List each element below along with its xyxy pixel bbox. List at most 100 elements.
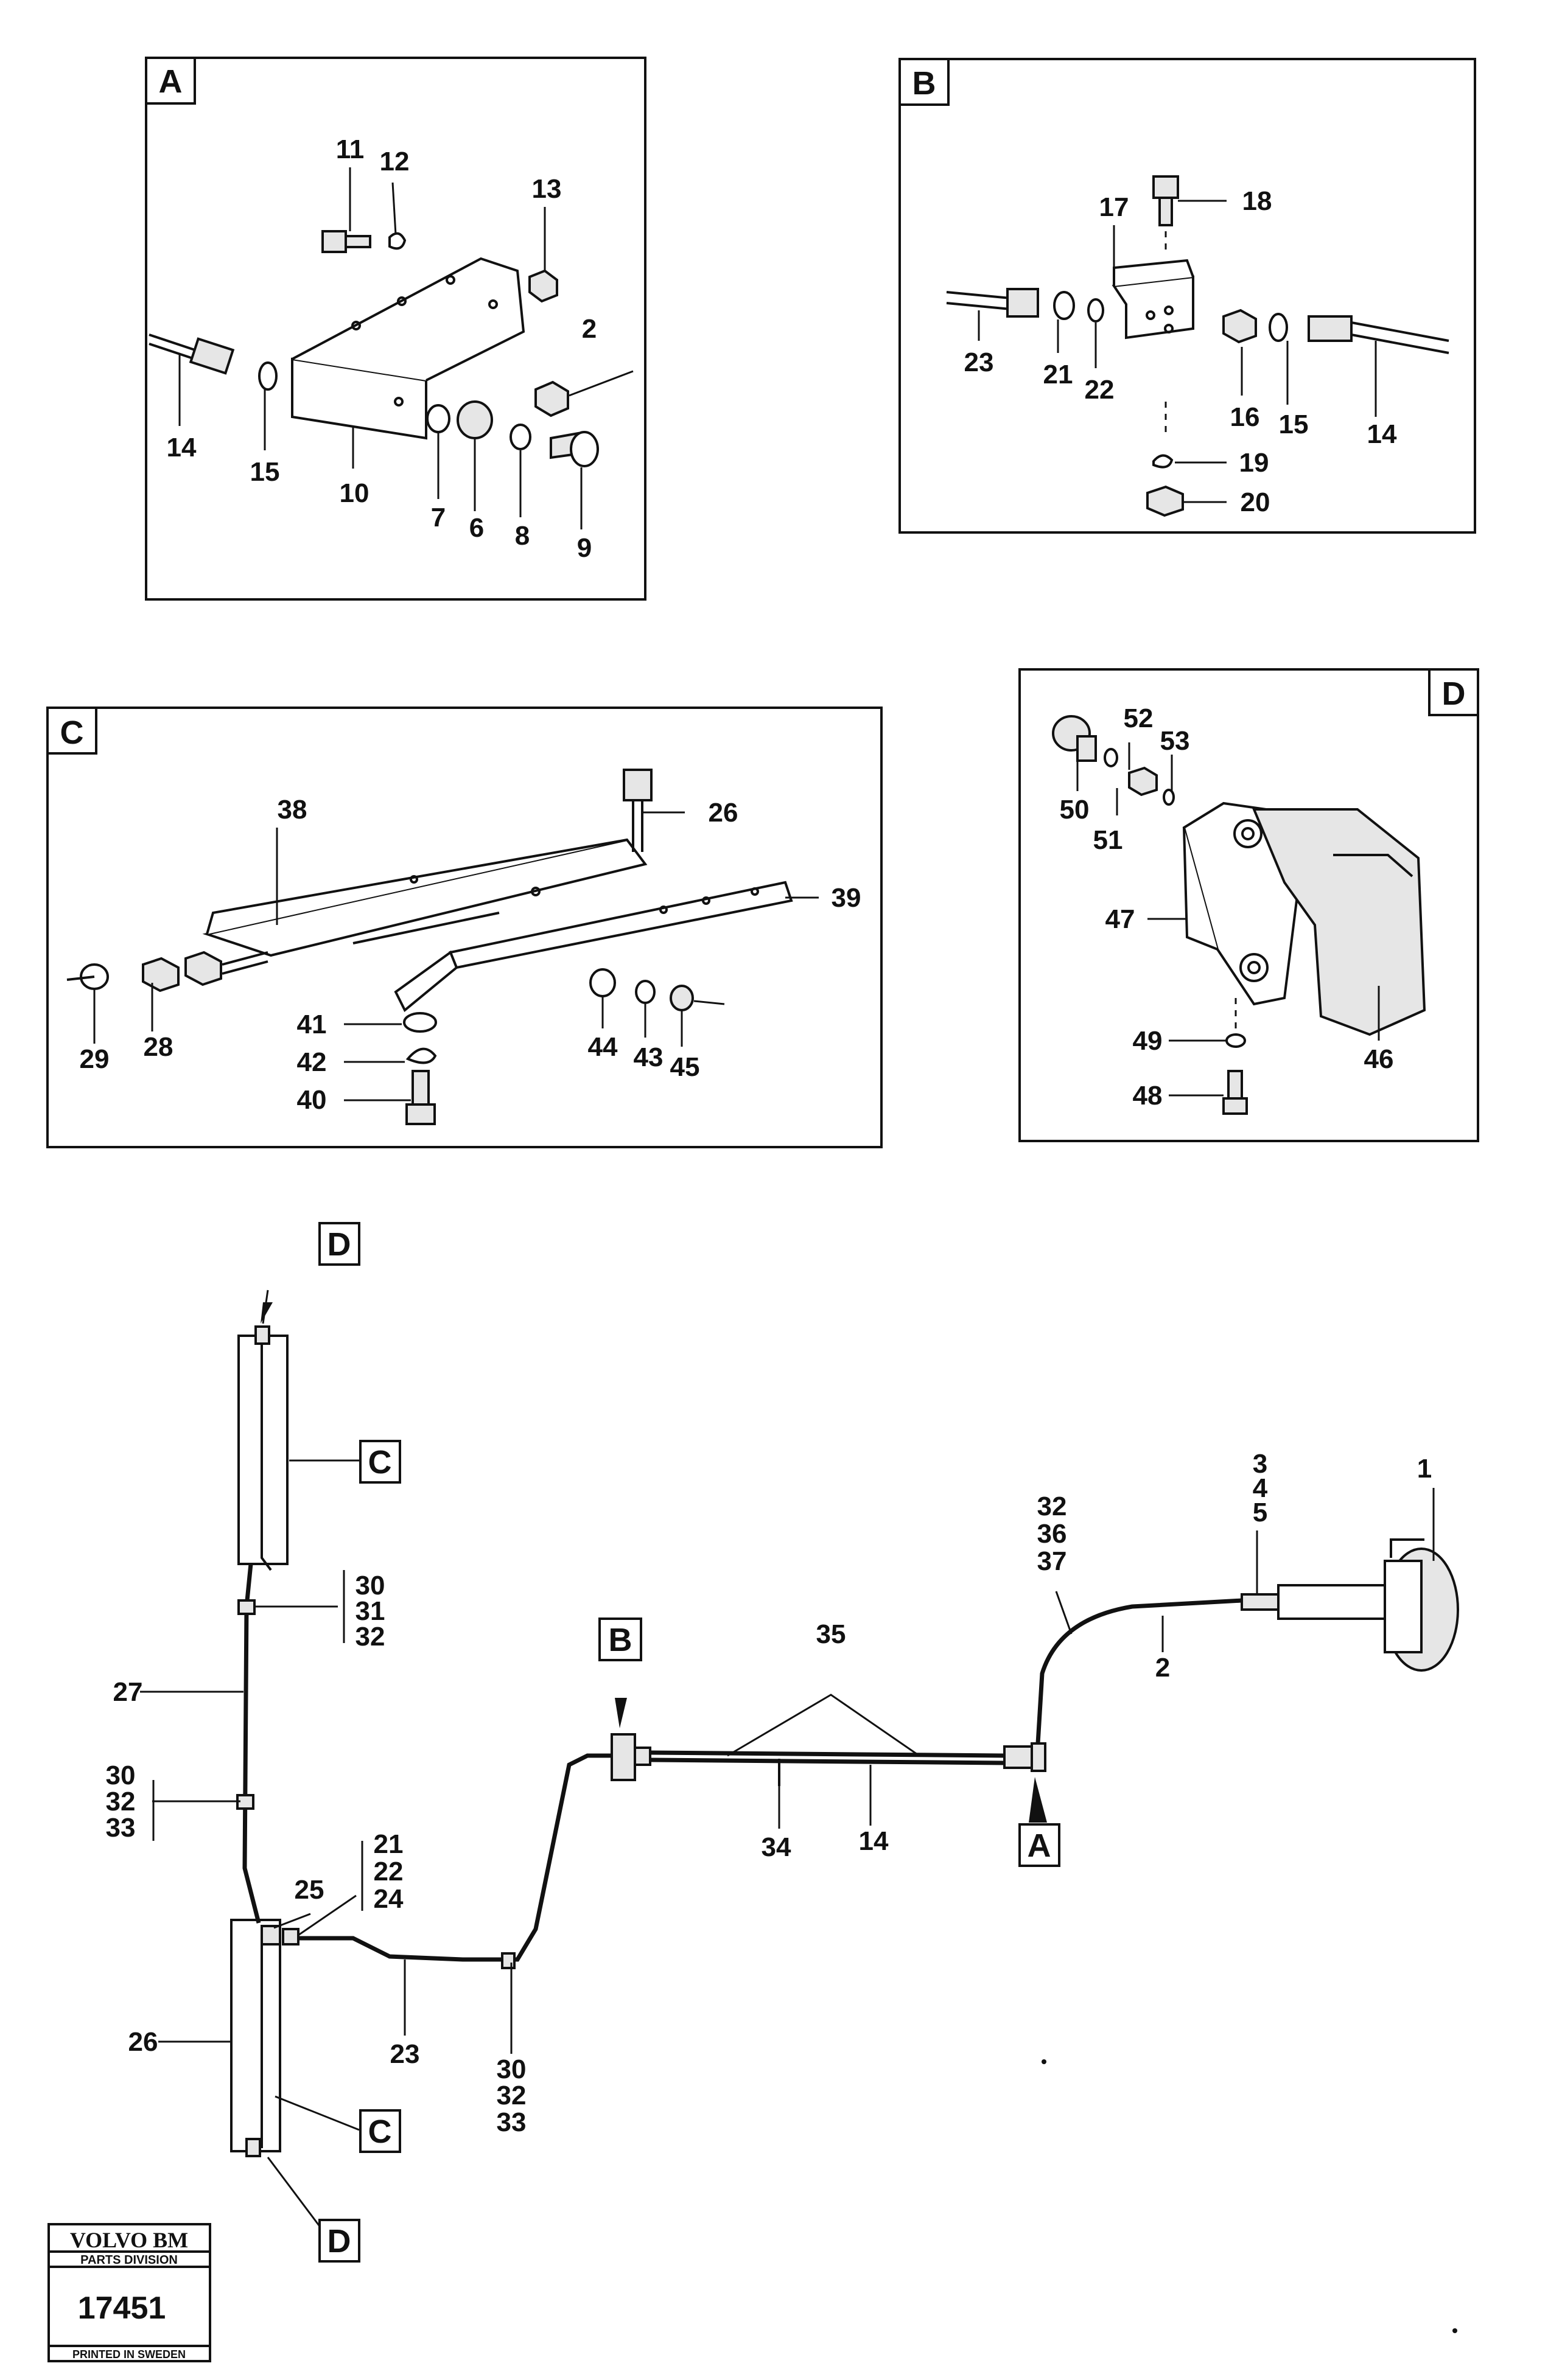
hose-2 — [1035, 1598, 1242, 1744]
label-28: 28 — [144, 1032, 173, 1062]
stamp-frame — [47, 2223, 211, 2362]
washer-52 — [1104, 748, 1118, 767]
lock-plate-12 — [388, 232, 407, 250]
washer-53 — [1163, 789, 1175, 806]
label-1: 1 — [1417, 1454, 1432, 1484]
label-14: 14 — [1367, 419, 1397, 449]
label-4: 4 — [1253, 1473, 1268, 1503]
washer-15 — [1269, 313, 1288, 342]
nut-2 — [534, 380, 569, 417]
label-35: 35 — [816, 1619, 846, 1649]
label-47: 47 — [1105, 904, 1135, 934]
tag-c-top: C — [368, 1444, 392, 1481]
panel-c-frame — [46, 707, 883, 1148]
label-45: 45 — [670, 1052, 700, 1082]
tag-b: B — [609, 1622, 632, 1658]
label-19: 19 — [1239, 448, 1269, 478]
lower-rail — [230, 1919, 281, 2152]
fitting-b — [611, 1733, 636, 1781]
label-52: 52 — [1124, 703, 1154, 733]
label-15: 15 — [1279, 410, 1309, 439]
panel-a-tag-box — [145, 57, 196, 105]
overview-routing: D C B A C D 1 3 4 5 2 32 36 37 35 34 14 … — [106, 1222, 1459, 2333]
brake-pipe-23 — [298, 1753, 615, 1962]
label-26: 26 — [709, 798, 738, 828]
panel-a-tag: A — [159, 63, 183, 100]
label-9: 9 — [577, 533, 592, 563]
label-53: 53 — [1160, 726, 1190, 756]
label-7: 7 — [431, 503, 446, 532]
label-25: 25 — [295, 1875, 324, 1905]
label-29: 29 — [80, 1044, 110, 1074]
label-14: 14 — [167, 433, 197, 462]
label-23: 23 — [964, 347, 994, 377]
label-12: 12 — [380, 147, 410, 176]
label-23: 23 — [390, 2039, 420, 2069]
bolt-48 — [1227, 1070, 1243, 1103]
label-15: 15 — [250, 457, 280, 487]
label-43: 43 — [634, 1042, 664, 1072]
label-32-c: 32 — [106, 1787, 136, 1816]
label-8: 8 — [515, 521, 530, 551]
washer-43 — [635, 980, 656, 1004]
label-26: 26 — [128, 2027, 158, 2057]
volvo-bm-stamp: VOLVO BM PARTS DIVISION 17451 PRINTED IN… — [47, 2223, 211, 2362]
panel-a-frame — [145, 57, 646, 601]
label-49: 49 — [1133, 1026, 1163, 1056]
label-14: 14 — [859, 1826, 889, 1856]
label-5: 5 — [1253, 1498, 1267, 1527]
stamp-division: PARTS DIVISION — [80, 2253, 178, 2267]
union-28 — [142, 957, 180, 993]
label-42: 42 — [297, 1047, 327, 1077]
washer-8 — [510, 424, 531, 450]
label-21: 21 — [1043, 360, 1073, 389]
washer-41 — [403, 1012, 437, 1033]
bracket-17 — [1112, 275, 1194, 340]
lock-plate-19 — [1152, 454, 1174, 469]
label-50: 50 — [1060, 795, 1090, 825]
washer-7 — [426, 404, 450, 433]
union-51 — [1128, 766, 1158, 797]
panel-c-tag: C — [60, 714, 84, 751]
tag-box-d-bottom — [318, 2219, 360, 2263]
bushing-6 — [457, 400, 493, 439]
panel-d-tag: D — [1442, 675, 1466, 712]
fitting-16 — [1222, 309, 1257, 344]
clip-30-31-32 — [237, 1599, 256, 1615]
clip-30-32-33-b — [501, 1952, 516, 1969]
washer-49 — [1225, 1033, 1246, 1048]
label-6: 6 — [469, 513, 484, 543]
label-39: 39 — [832, 883, 861, 913]
panel-b-tag-box — [898, 58, 950, 106]
panel-d-tag-box — [1428, 668, 1479, 716]
washer-21 — [1053, 291, 1075, 320]
stamp-number: 17451 — [78, 2291, 166, 2326]
label-22: 22 — [374, 1857, 404, 1886]
nut-20 — [1146, 485, 1184, 517]
label-27: 27 — [113, 1677, 143, 1707]
label-41: 41 — [297, 1010, 327, 1039]
label-22: 22 — [1085, 375, 1115, 405]
label-20: 20 — [1241, 487, 1270, 517]
label-30-a: 30 — [355, 1571, 385, 1600]
hose-fitting-14 — [189, 337, 235, 375]
panel-b-tag: B — [912, 65, 936, 102]
tag-box-d-top — [318, 1222, 360, 1266]
panel-b-frame — [898, 58, 1476, 534]
label-18: 18 — [1242, 186, 1272, 216]
tag-d-bottom: D — [327, 2223, 351, 2260]
label-30-b: 30 — [106, 1761, 136, 1790]
stamp-printed: PRINTED IN SWEDEN — [72, 2348, 186, 2361]
fitting-a — [1003, 1745, 1033, 1769]
label-21: 21 — [374, 1829, 404, 1859]
label-16: 16 — [1230, 402, 1260, 432]
label-34: 34 — [762, 1832, 791, 1862]
label-40: 40 — [297, 1085, 327, 1115]
hose-fitting-14 — [1308, 315, 1353, 342]
label-2: 2 — [1155, 1653, 1170, 1683]
union-23 — [1006, 288, 1039, 318]
panel-b: B 17 18 23 2 — [898, 58, 1476, 534]
leader-35 — [727, 1694, 920, 1757]
label-13: 13 — [532, 174, 562, 204]
